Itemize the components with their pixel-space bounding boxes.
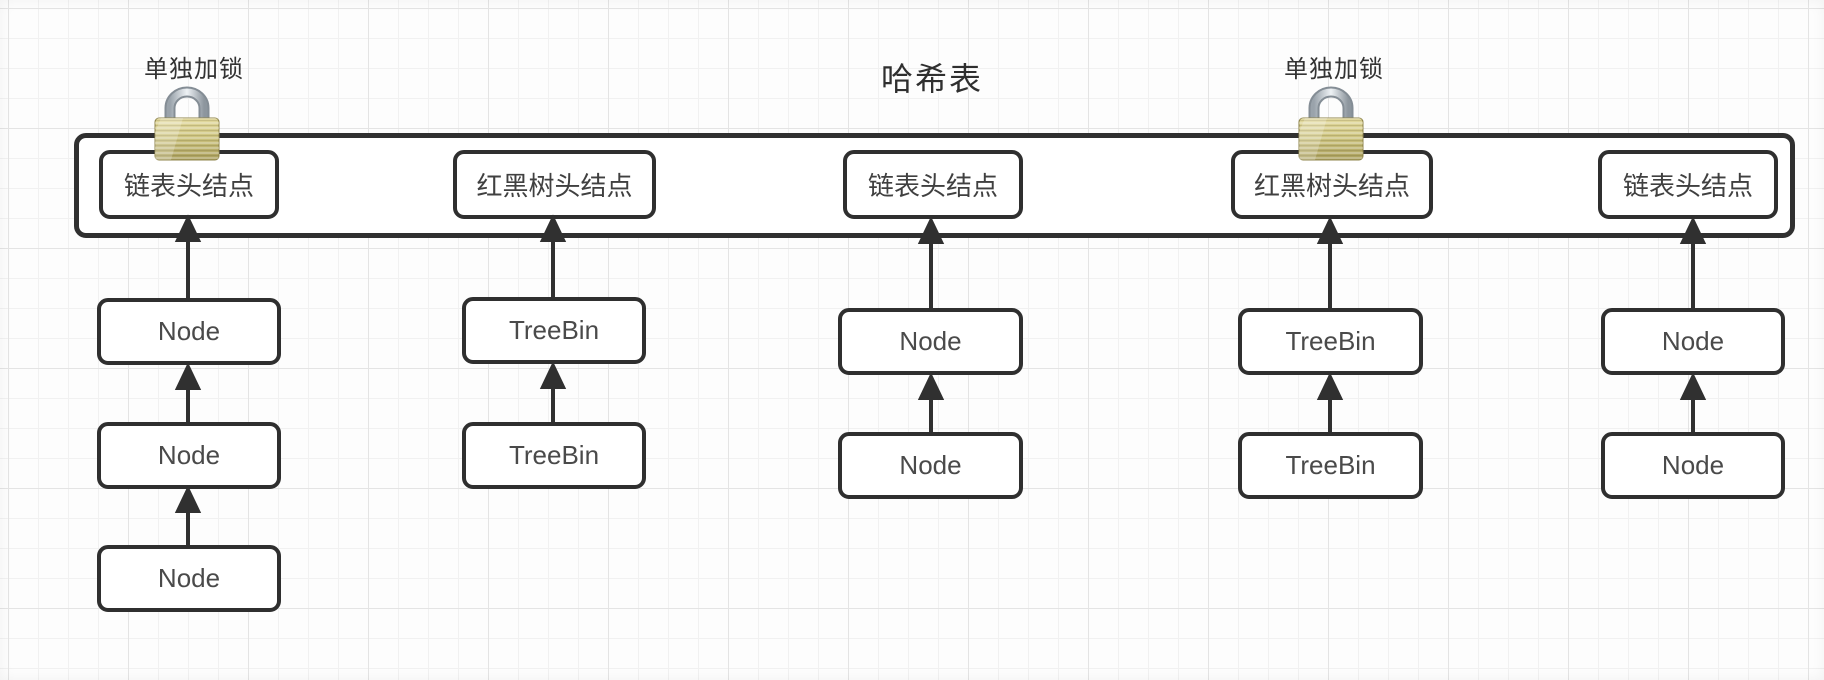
node-box: Node xyxy=(97,422,281,489)
bucket-head-rbtree-2: 红黑树头结点 xyxy=(1231,150,1433,219)
node-box: Node xyxy=(97,545,281,612)
lock-label-right: 单独加锁 xyxy=(1284,56,1384,83)
padlock-icon xyxy=(1298,86,1364,161)
bucket-head-rbtree-1: 红黑树头结点 xyxy=(453,150,656,219)
page-title: 哈希表 xyxy=(880,61,983,97)
node-box: Node xyxy=(838,308,1023,375)
bucket-head-linked-list-1: 链表头结点 xyxy=(99,150,279,219)
treebin-box: TreeBin xyxy=(462,422,646,489)
treebin-box: TreeBin xyxy=(1238,432,1423,499)
bucket-head-linked-list-2: 链表头结点 xyxy=(843,150,1023,219)
node-box: Node xyxy=(1601,308,1785,375)
treebin-box: TreeBin xyxy=(462,297,646,364)
node-box: Node xyxy=(1601,432,1785,499)
padlock-icon xyxy=(154,86,220,161)
lock-label-left: 单独加锁 xyxy=(144,56,244,83)
treebin-box: TreeBin xyxy=(1238,308,1423,375)
node-box: Node xyxy=(97,298,281,365)
bucket-head-linked-list-3: 链表头结点 xyxy=(1598,150,1778,219)
node-box: Node xyxy=(838,432,1023,499)
